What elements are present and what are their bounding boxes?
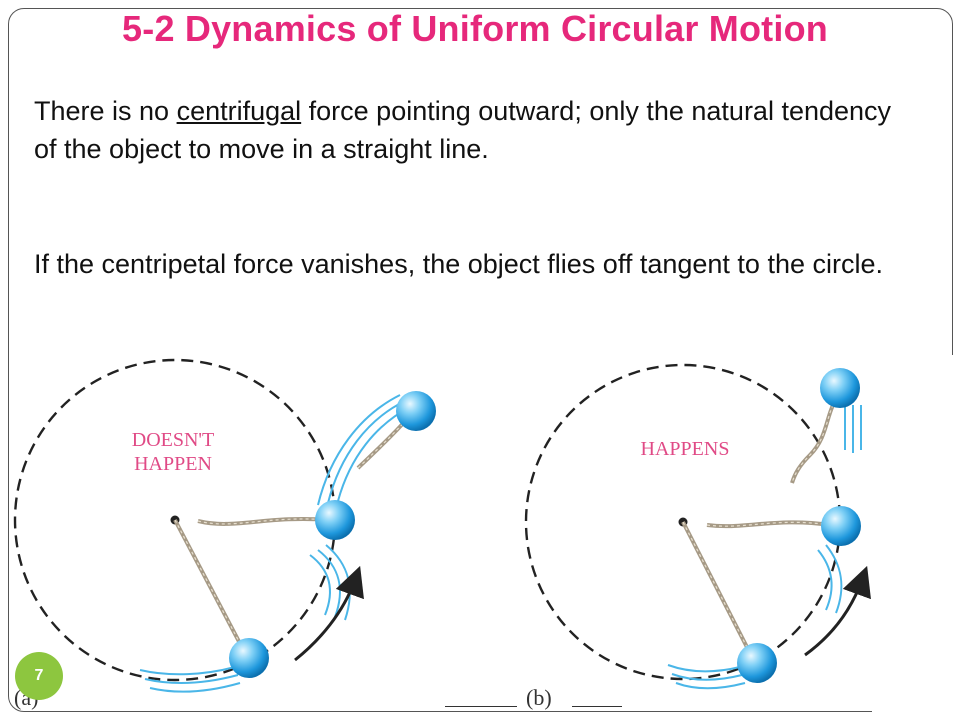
para1-before: There is no: [34, 96, 177, 126]
ball-bottom-b: [737, 643, 777, 683]
ball-right-b: [821, 506, 861, 546]
velocity-arrow-b: [804, 565, 871, 657]
ball-flying-a: [396, 391, 436, 431]
panel-b: [524, 363, 871, 690]
figure-drawing: [13, 358, 871, 693]
circular-motion-figure: DOESN'T HAPPEN HAPPENS (a) (b): [0, 355, 960, 720]
ball-right-a: [315, 500, 355, 540]
page-number-badge: 7: [15, 652, 63, 700]
right-crop: [872, 355, 960, 720]
ball-bottom-a: [229, 638, 269, 678]
para1-after: force pointing outward; only the natural…: [34, 96, 892, 164]
paragraph-tangent: If the centripetal force vanishes, the o…: [34, 249, 883, 279]
centrifugal-term: centrifugal: [176, 96, 302, 126]
velocity-arrow-a: [294, 565, 364, 662]
caption-line-b-left: [445, 706, 517, 707]
motion-lines-b: [667, 405, 862, 690]
caption-line-b-right: [572, 706, 622, 707]
panel-a: [13, 358, 436, 693]
slide-title: 5-2 Dynamics of Uniform Circular Motion: [122, 8, 828, 49]
paragraph-centrifugal: There is no centrifugal force pointing o…: [34, 92, 894, 168]
caption-b: (b): [526, 685, 552, 710]
ball-flying-b: [820, 368, 860, 408]
label-happens: HAPPENS: [640, 438, 730, 460]
label-doesnt-happen: DOESN'T HAPPEN: [131, 429, 215, 475]
